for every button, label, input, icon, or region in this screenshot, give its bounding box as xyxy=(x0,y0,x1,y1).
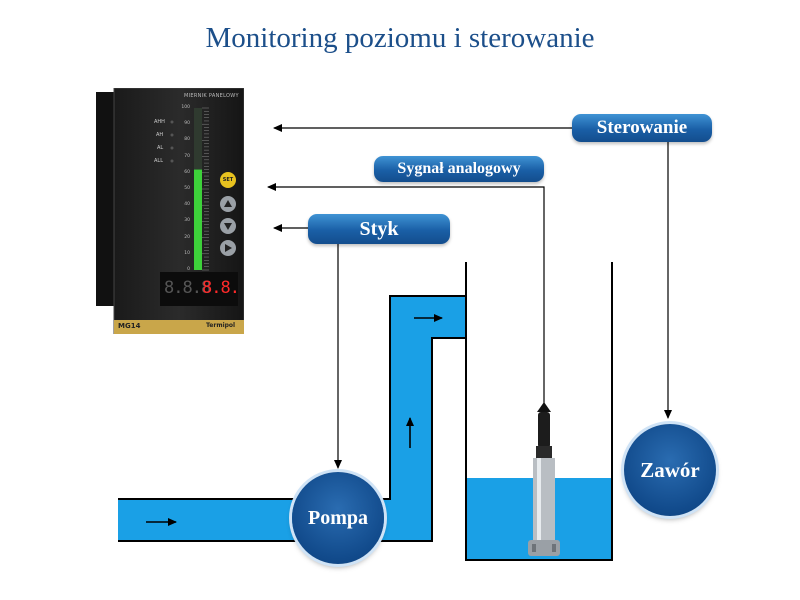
scale-label: 80 xyxy=(184,137,190,143)
device-brand: Termipol xyxy=(206,322,236,329)
pipe-outline-inner xyxy=(118,337,466,542)
right-triangle-icon xyxy=(225,244,232,252)
alarm-label-ah: AH xyxy=(156,132,164,138)
device-footer-stripe xyxy=(114,320,244,334)
page-title: Monitoring poziomu i sterowanie xyxy=(205,22,595,54)
scale-label: 20 xyxy=(184,234,190,240)
alarm-label-ahh: AHH xyxy=(154,119,165,125)
level-bar-fill xyxy=(194,169,202,270)
display-left: 8.8.8 xyxy=(164,278,211,298)
zawor-circle: Zawór xyxy=(624,424,716,516)
signal-line-analog xyxy=(267,183,545,410)
device-header: MIERNIK PANELOWY xyxy=(184,93,239,99)
tank-outline xyxy=(465,262,613,561)
alarm-led xyxy=(170,120,174,124)
display-window xyxy=(160,272,238,306)
pipe-outline-outer xyxy=(118,295,466,500)
scale-label: 100 xyxy=(181,105,190,110)
sterowanie-label: Sterowanie xyxy=(572,114,712,142)
sygnal-analogowy-label: Sygnał analogowy xyxy=(374,156,544,182)
display-right: 8.8. xyxy=(202,278,240,298)
scale-label: 30 xyxy=(184,218,190,224)
pompa-circle: Pompa xyxy=(292,472,384,564)
scale-label: 50 xyxy=(184,186,190,191)
scale-label: 0 xyxy=(187,267,190,272)
scale-label: 10 xyxy=(184,250,190,256)
alarm-label-all: ALL xyxy=(154,158,163,164)
alarm-led xyxy=(170,146,174,150)
alarm-led xyxy=(170,159,174,163)
level-sensor xyxy=(528,402,560,556)
scale-label: 40 xyxy=(184,202,190,208)
alarm-led xyxy=(170,133,174,137)
down-triangle-icon xyxy=(224,223,232,230)
styk-label: Styk xyxy=(308,214,450,244)
up-triangle-icon xyxy=(224,200,232,207)
elbow-pipe xyxy=(390,296,466,338)
device-model: MG14 xyxy=(118,322,141,330)
scale-label: 90 xyxy=(184,121,190,127)
scale-label: 60 xyxy=(184,169,190,175)
set-button-bg xyxy=(220,172,236,188)
set-button: SET xyxy=(222,177,234,183)
scale-label: 70 xyxy=(184,153,190,159)
alarm-label-al: AL xyxy=(157,145,164,151)
